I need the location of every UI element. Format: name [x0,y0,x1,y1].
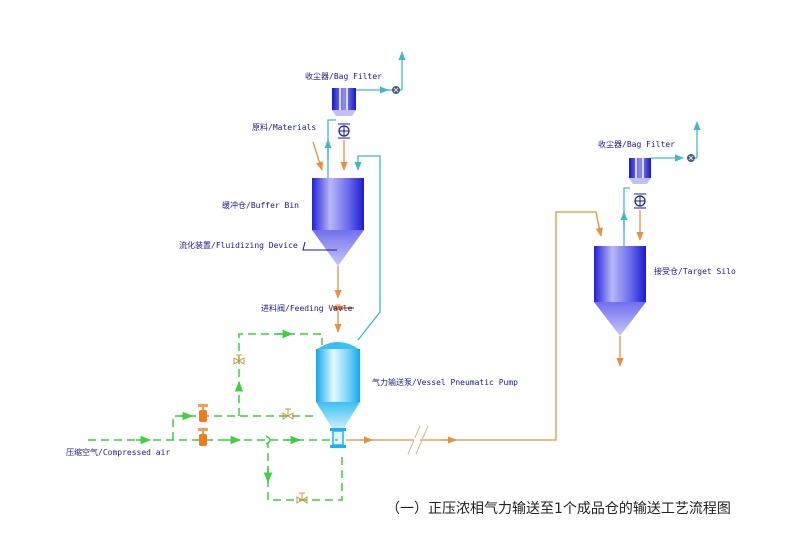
pump-outlet-body [332,430,344,446]
fan-icon [687,154,695,162]
pump-outlet-flange [330,445,346,448]
fan-icon [392,86,400,94]
pump-cone [316,402,360,428]
bag-filter-1 [332,88,356,116]
conveying-pipeline [346,211,601,441]
diagram-caption: （一）正压浓相气力输送至1个成品仓的输送工艺流程图 [386,501,731,517]
air-valve-icon [282,408,294,420]
pressure-regulator-icon [198,404,208,422]
materials-in-line [312,141,323,171]
bag-filter-2-hopper [629,178,651,184]
line-crossover [265,435,271,445]
rotary-valve-2-icon [634,193,646,209]
rotary-valve-1-icon [338,123,350,139]
pump-outlet-flange [330,428,346,431]
air-branch-bypass [267,440,343,501]
silo-vent-line [623,187,630,246]
fluidizing-device-label: 流化装置/Fluidizing Device [179,240,298,250]
target-silo-body [594,246,646,302]
bag-filter-1-body [332,88,356,110]
fluidizing-device-pointer [302,241,337,251]
target-silo-cone [594,302,646,336]
target-silo-label: 接受仓/Target Silo [654,266,736,276]
pneumatic-pump-vessel [316,342,360,448]
air-valve-icon [296,492,308,504]
target-silo [594,246,646,336]
bag-filter-2 [629,158,651,184]
bin-vent-line [327,119,336,178]
air-branch-upper [172,415,316,440]
buffer-bin-cone [312,230,364,266]
bag-filter-2-label: 收尘器/Bag Filter [598,139,675,149]
bag-filter-2-body [629,158,651,178]
conveying-arrow [595,221,603,237]
pump-vent-return-line [354,155,381,341]
pump-body [316,349,360,402]
pump-label: 气力输送泵/Vessel Pneumatic Pump [372,377,518,387]
materials-label: 原料/Materials [252,122,316,132]
pipe-break-symbol [415,425,429,455]
pump-dome [316,342,360,350]
feeding-valve-label: 进料阀/Feeding Vavle [261,303,353,313]
bag-filter-1-label: 收尘器/Bag Filter [305,71,382,81]
compressed-air-network [88,333,343,501]
pressure-regulator-icon [198,428,208,446]
feeding-valve-icon [333,304,354,310]
air-branch-top [238,333,323,416]
air-valve-icon [233,354,245,365]
buffer-bin-label: 缓冲仓/Buffer Bin [222,200,299,210]
buffer-bin [312,178,364,266]
compressed-air-label: 压缩空气/Compressed air [66,447,170,457]
bag-filter-1-hopper [332,110,356,116]
buffer-bin-body [312,178,364,230]
